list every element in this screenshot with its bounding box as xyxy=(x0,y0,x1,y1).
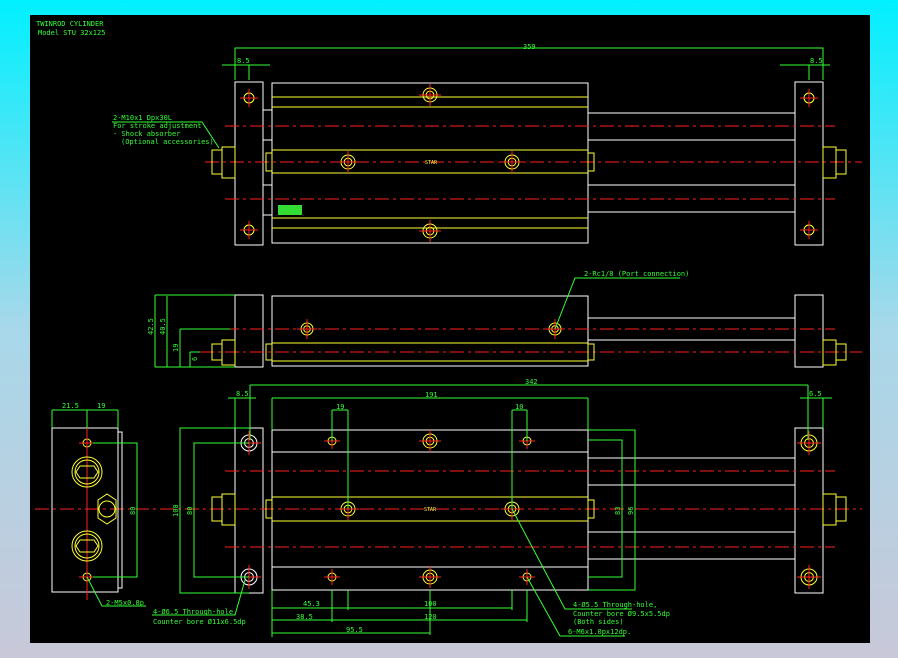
note-through-3: (Both sides) xyxy=(573,618,624,626)
nameplate xyxy=(278,205,302,215)
dim-bot-left: 8.5 xyxy=(236,390,249,398)
hole-icon xyxy=(419,84,441,106)
note-m5: 2-M5x0.8p xyxy=(106,599,144,607)
drawing-title: TWINROD CYLINDER xyxy=(36,20,104,28)
dim-top-left: 8.5 xyxy=(237,57,250,65)
side-view xyxy=(200,294,862,368)
hole-icon xyxy=(419,220,441,242)
dim-21-5: 21.5 xyxy=(62,402,79,410)
hole-icon xyxy=(419,566,441,588)
note-tap: 6-M6x1.0px12dp. xyxy=(568,628,631,636)
dim-42-5: 42.5 xyxy=(147,318,155,335)
hole-icon xyxy=(800,221,818,239)
dim-96: 96 xyxy=(627,507,635,515)
dim-19-bot: 19 xyxy=(336,403,344,411)
top-view: STAR xyxy=(205,81,862,246)
note-mount-1: 4-Ø6.5 Through-hole, xyxy=(153,608,237,616)
dim-80: 80 xyxy=(129,507,137,515)
hole-icon xyxy=(324,569,340,585)
note-adjust-4: (Optional accessories) xyxy=(121,138,214,146)
dim-10: 10 xyxy=(515,403,523,411)
hole-icon xyxy=(240,221,258,239)
notes: 2-M10x1 Dpx30L For stroke adjustment - S… xyxy=(86,114,689,637)
dim-100: 100 xyxy=(424,600,437,608)
note-adjust-2: For stroke adjustment xyxy=(113,122,202,130)
body-mark: STAR xyxy=(425,160,438,166)
note-through-2: Counter bore Ø9.5x5.5dp xyxy=(573,610,670,618)
note-mount-2: Counter bore Ø11x6.5dp xyxy=(153,618,246,626)
dim-6: 6 xyxy=(191,357,199,361)
dim-342: 342 xyxy=(525,378,538,386)
dimensions: 359 8.5 8.5 42.5 40.5 19 6 342 191 8.5 6… xyxy=(51,43,832,637)
drawing-model: Model STU 32x125 xyxy=(38,29,105,37)
dim-19: 19 xyxy=(172,344,180,352)
dim-40-5: 40.5 xyxy=(159,318,167,335)
hole-icon xyxy=(797,565,821,589)
hole-icon xyxy=(797,431,821,455)
hole-icon xyxy=(337,151,359,173)
note-adjust-1: 2-M10x1 Dpx30L xyxy=(113,114,172,122)
hole-icon xyxy=(297,319,317,339)
cad-drawing-area[interactable]: TWINROD CYLINDER Model STU 32x125 STAR S… xyxy=(30,15,870,643)
hole-icon xyxy=(419,430,441,452)
body-mark-bottom: STAR xyxy=(424,507,437,513)
dim-83: 83 xyxy=(614,507,622,515)
dim-top-right: 8.5 xyxy=(810,57,823,65)
hole-icon xyxy=(800,89,818,107)
dim-19-end: 19 xyxy=(97,402,105,410)
dim-100-end: 100 xyxy=(172,504,180,517)
note-adjust-3: - Shock absorber xyxy=(113,130,180,138)
dim-120: 120 xyxy=(424,613,437,621)
dim-45-3: 45.3 xyxy=(303,600,320,608)
cad-drawing: TWINROD CYLINDER Model STU 32x125 STAR S… xyxy=(35,20,862,637)
note-through-1: 4-Ø5.5 Through-hole, xyxy=(573,601,657,609)
hole-icon xyxy=(240,89,258,107)
hole-icon xyxy=(501,151,523,173)
dim-bot-right: 6.5 xyxy=(809,390,822,398)
dim-38-5: 38.5 xyxy=(296,613,313,621)
dim-191: 191 xyxy=(425,391,438,399)
note-port: 2-Rc1/8 (Port connection) xyxy=(584,270,689,278)
dim-95-5: 95.5 xyxy=(346,626,363,634)
hole-icon xyxy=(79,435,95,451)
dim-80-end: 80 xyxy=(186,507,194,515)
bottom-view: STAR xyxy=(35,427,862,594)
dim-359: 359 xyxy=(523,43,536,51)
